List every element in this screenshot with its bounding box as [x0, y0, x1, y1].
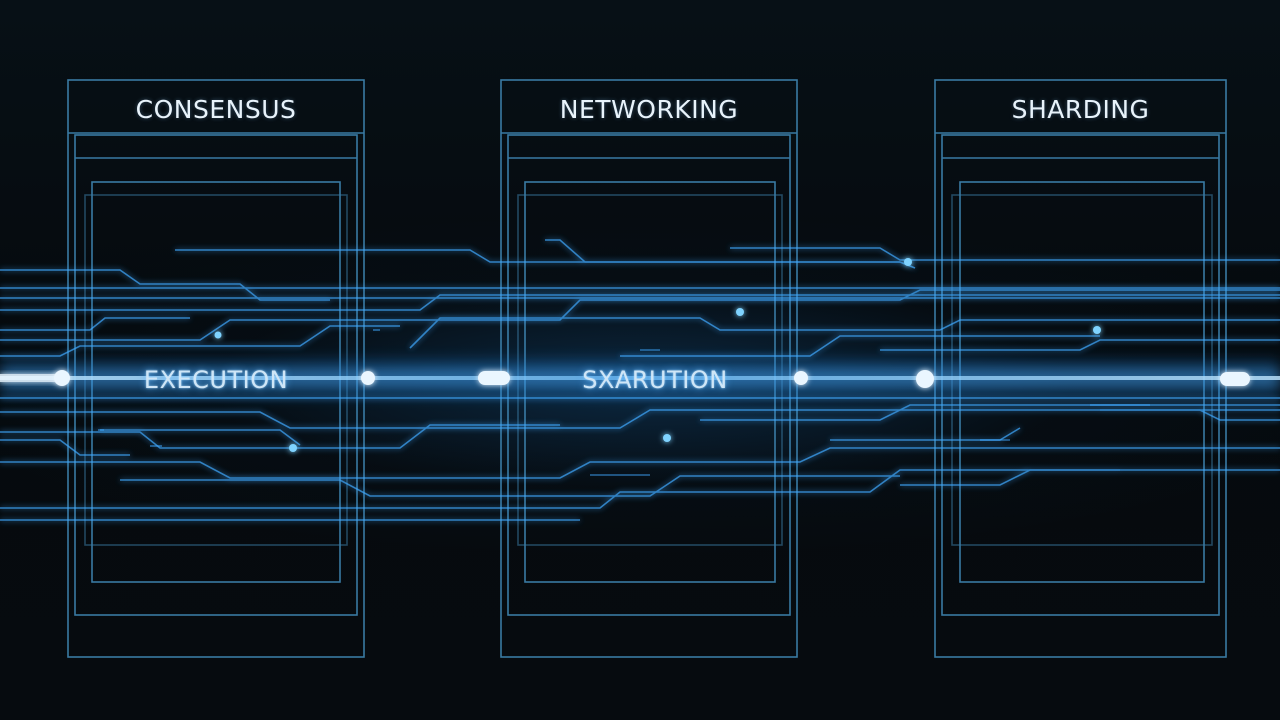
trace-line [700, 404, 1280, 421]
column-title-networking: NETWORKING [559, 95, 739, 124]
beam-node [794, 371, 808, 385]
glow-node [904, 258, 912, 266]
trace-fragments [98, 329, 1150, 476]
beam-label-left: EXECUTION [143, 366, 289, 394]
trace-line [0, 289, 1280, 341]
trace-line [0, 424, 560, 449]
trace-line [900, 469, 1120, 486]
trace-line [730, 247, 1280, 261]
trace-line [100, 429, 301, 446]
glow-node [736, 308, 744, 316]
trace-line [0, 269, 330, 301]
trace-line [620, 335, 1100, 357]
glow-nodes [0, 258, 1250, 452]
trace-line [880, 339, 1280, 351]
trace-line [120, 475, 900, 497]
trace-line [830, 427, 1021, 441]
beam-entry [0, 374, 60, 382]
glow-node [289, 444, 297, 452]
beam-node [1220, 372, 1250, 386]
glow-node [663, 434, 671, 442]
beam-node [361, 371, 375, 385]
column-title-sharding: SHARDING [1011, 95, 1150, 124]
beam-label-center: SXARUTION [582, 366, 728, 394]
glow-node [1093, 326, 1101, 334]
beam-node [478, 371, 510, 385]
trace-line [0, 294, 1280, 311]
trace-line [409, 317, 1280, 349]
beam-node [916, 370, 934, 388]
trace-line [1100, 409, 1280, 421]
trace-line [0, 317, 190, 331]
trace-line [0, 325, 400, 357]
glow-node [214, 331, 222, 339]
trace-line [0, 447, 1280, 479]
circuit-traces [0, 239, 1280, 521]
beam-glow [0, 360, 1280, 396]
column-title-consensus: CONSENSUS [135, 95, 297, 124]
trace-line [175, 249, 916, 269]
trace-line [545, 239, 900, 263]
trace-line [0, 409, 1280, 429]
trace-line [0, 439, 130, 456]
trace-line [0, 469, 1280, 509]
